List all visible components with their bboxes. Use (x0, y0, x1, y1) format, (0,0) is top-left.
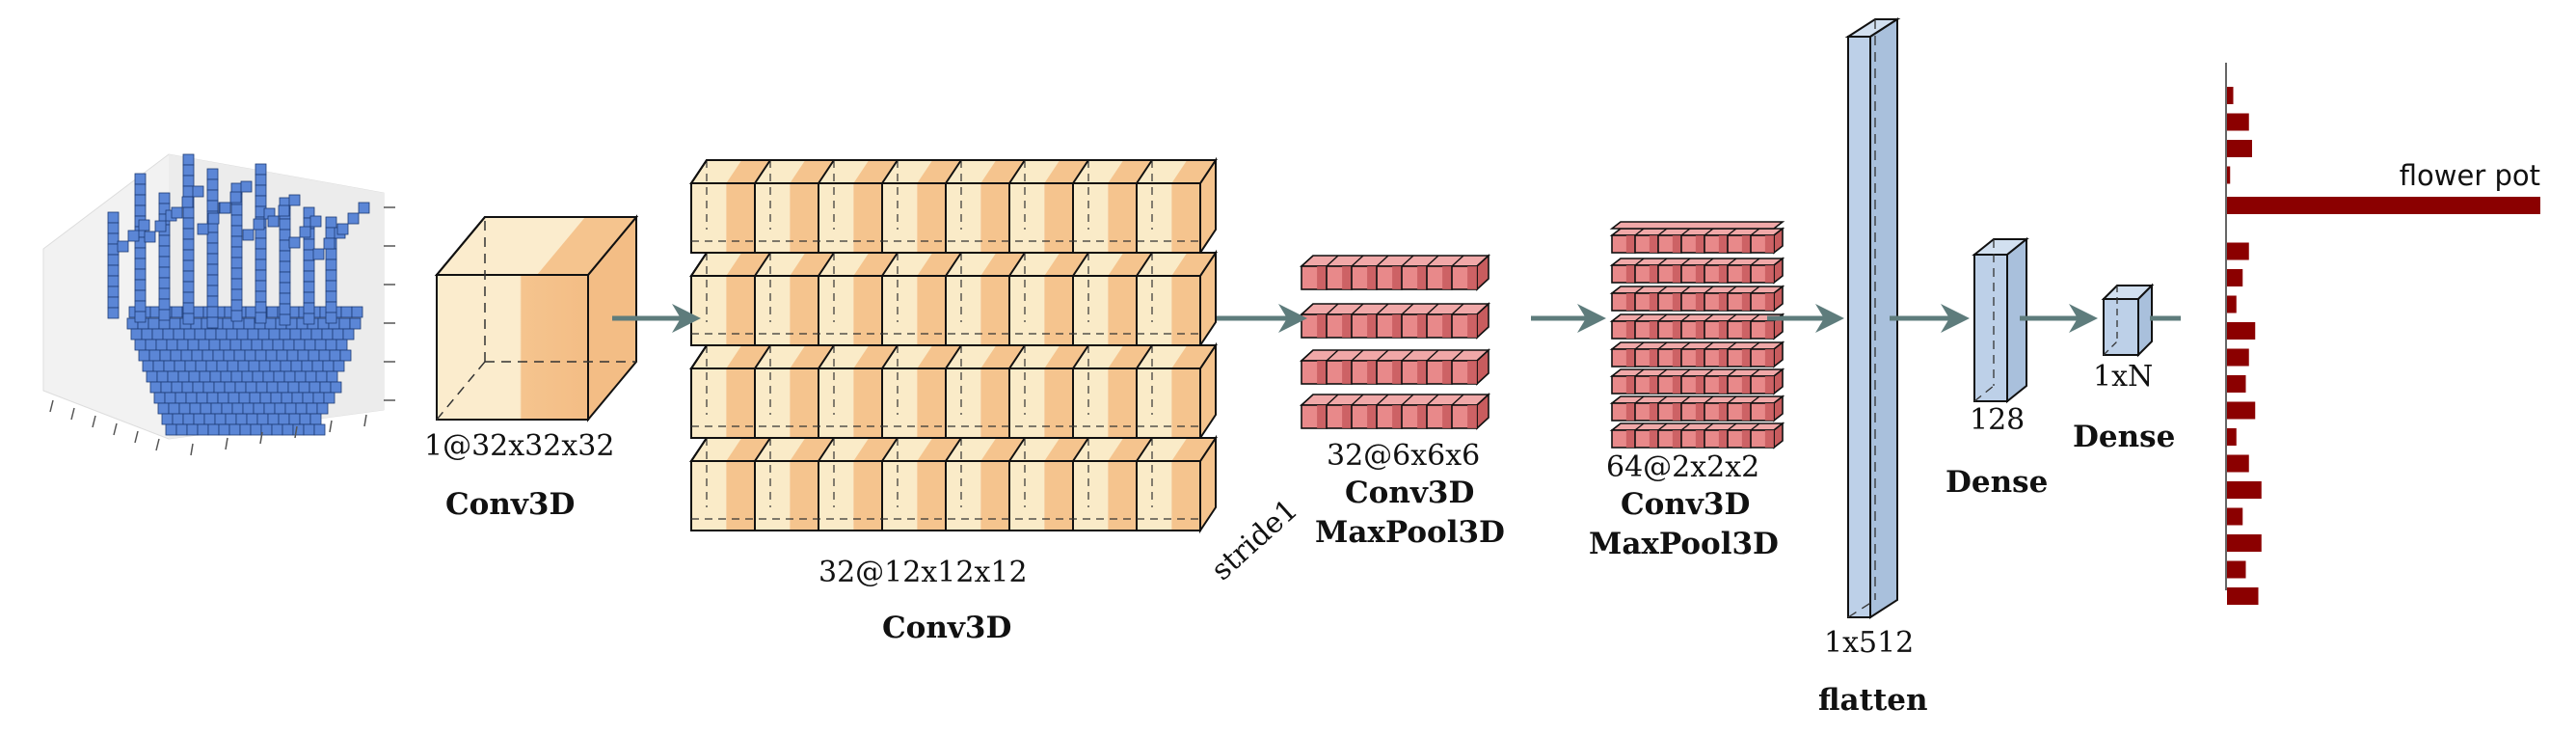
pool1-feature-maps (1299, 254, 1491, 430)
score-bar (2227, 534, 2262, 552)
pool1-row (1299, 302, 1491, 340)
pool1-row (1299, 348, 1491, 386)
dense2-op-label: Dense (2073, 420, 2175, 454)
conv1-dims-label: 32@12x12x12 (818, 556, 1028, 589)
input-op-label: Conv3D (445, 487, 575, 522)
input-cube (434, 214, 639, 422)
pool1-row (1299, 393, 1491, 430)
conv1-row (689, 249, 1218, 349)
score-bar (2227, 140, 2252, 157)
class-score-chart: flower pot (2225, 63, 2540, 605)
dense1-dims-label: 128 (1970, 403, 2025, 437)
pool1-op2-label: MaxPool3D (1315, 515, 1505, 550)
score-bar (2227, 242, 2249, 260)
conv1-cube (881, 344, 961, 439)
conv1-cube (818, 159, 898, 254)
pool2-row (1609, 313, 1785, 340)
pool2-feature-maps (1609, 221, 1785, 449)
conv1-op-label: Conv3D (882, 611, 1011, 645)
conv1-stride-label: stride1 (1205, 493, 1304, 587)
pool2-op2-label: MaxPool3D (1589, 527, 1779, 561)
pool2-row (1609, 227, 1785, 255)
voxel-cloud (107, 153, 370, 436)
conv1-feature-maps (689, 156, 1218, 534)
conv1-row (689, 341, 1218, 442)
dense-1xN-layer (2101, 283, 2155, 358)
pool1-dims-label: 32@6x6x6 (1327, 439, 1480, 473)
pool2-row (1609, 285, 1785, 313)
score-bar (2227, 587, 2259, 605)
score-bar (2227, 454, 2249, 473)
pool1-row (1299, 254, 1491, 291)
voxel-flower-pot-plot (42, 153, 395, 456)
score-bar (2227, 295, 2237, 313)
layer-labels: 1@32x32x32 Conv3D 32@12x12x12 Conv3D str… (424, 360, 2175, 718)
pool2-row (1609, 340, 1785, 368)
conv1-row (689, 156, 1218, 257)
dense2-dims-label: 1xN (2093, 360, 2153, 394)
score-bar (2227, 401, 2256, 420)
input-dims-label: 1@32x32x32 (424, 429, 614, 463)
pool2-row (1609, 422, 1785, 449)
conv1-row (689, 434, 1218, 534)
score-bar (2227, 87, 2234, 104)
score-bar (2227, 375, 2246, 393)
score-bar (2227, 560, 2246, 579)
score-bar (2227, 322, 2256, 340)
score-bar (2227, 166, 2231, 184)
dense1-op-label: Dense (1945, 465, 2048, 500)
predicted-class-label: flower pot (2400, 159, 2540, 192)
pool2-row (1609, 368, 1785, 395)
score-bar (2227, 113, 2249, 131)
conv1-cube (818, 252, 898, 346)
flatten-op-label: flatten (1818, 683, 1928, 718)
pool1-op-label: Conv3D (1345, 476, 1474, 510)
pool2-op-label: Conv3D (1621, 487, 1750, 522)
dense-128-layer (1972, 236, 2029, 404)
pool2-row (1609, 395, 1785, 422)
conv1-cube (945, 437, 1025, 531)
pool2-row (1609, 257, 1785, 285)
score-bar (2227, 428, 2237, 446)
pool2-dims-label: 64@2x2x2 (1606, 450, 1759, 484)
score-bar (2227, 348, 2249, 367)
score-bar (2227, 481, 2262, 499)
conv1-cube (690, 344, 770, 439)
score-bar-top (2227, 197, 2540, 214)
score-bar (2227, 269, 2243, 286)
flatten-layer (1844, 17, 1901, 619)
score-bar (2227, 507, 2243, 526)
flatten-dims-label: 1x512 (1824, 626, 1914, 660)
